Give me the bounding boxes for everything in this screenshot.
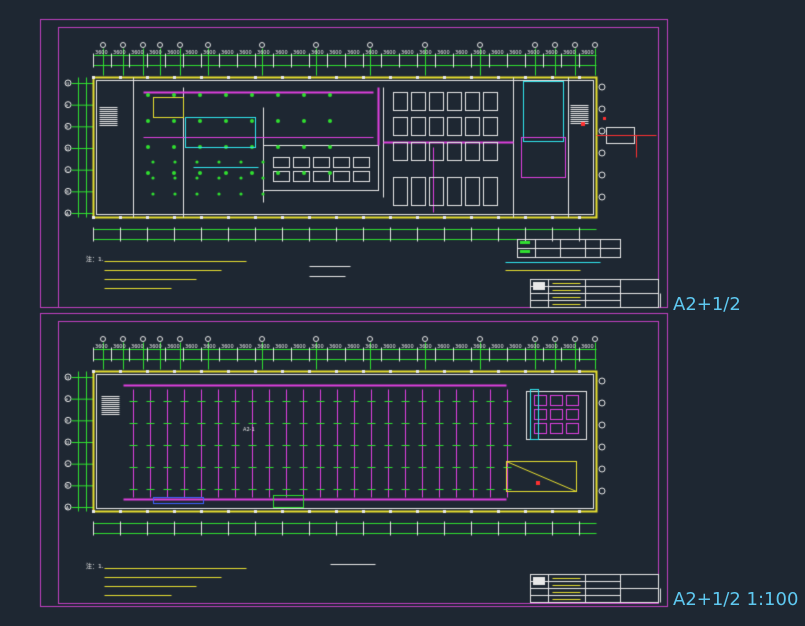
sheet-size-label-lower: A2+1/2 1:100 [673,589,799,610]
sheet-size-label-upper: A2+1/2 [673,294,741,315]
